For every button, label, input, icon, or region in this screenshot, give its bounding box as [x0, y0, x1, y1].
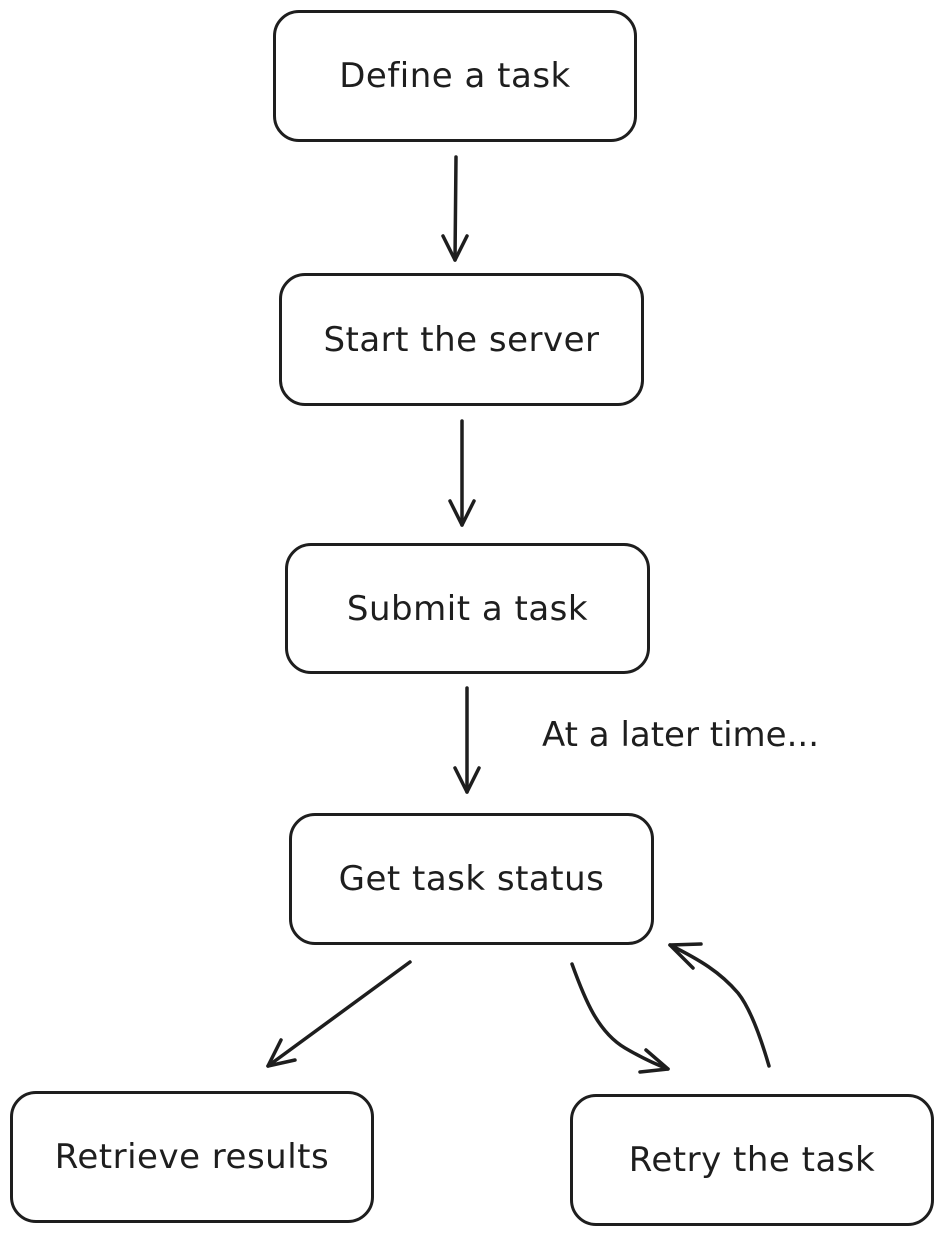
arrow-status-to-retrieve-head [266, 1038, 297, 1068]
arrow-define-to-start-head [441, 234, 469, 262]
arrow-status-to-retry-head [638, 1048, 670, 1074]
node-define-task: Define a task [273, 10, 637, 142]
node-retry-task: Retry the task [570, 1094, 934, 1226]
arrow-status-to-retry [570, 962, 670, 1074]
node-start-server: Start the server [279, 273, 644, 406]
arrow-start-to-submit [448, 419, 476, 527]
arrow-retry-to-status [668, 942, 771, 1068]
later-time-annotation: At a later time... [542, 715, 819, 755]
arrow-status-to-retrieve-line [266, 960, 412, 1068]
node-define-task-label: Define a task [339, 56, 571, 96]
arrow-retry-to-status-line [668, 943, 771, 1068]
arrow-start-to-submit-head [448, 499, 476, 527]
node-submit-task: Submit a task [285, 543, 650, 674]
node-get-task-status: Get task status [289, 813, 654, 945]
node-submit-task-label: Submit a task [346, 588, 589, 629]
arrow-retry-to-status-head [668, 942, 703, 970]
arrow-status-to-retrieve [266, 960, 412, 1068]
arrow-submit-to-status [453, 686, 481, 794]
arrow-status-to-retry-line [570, 962, 670, 1071]
node-retry-task-label: Retry the task [628, 1140, 876, 1180]
arrow-submit-to-status-head [453, 766, 481, 794]
arrow-define-to-start [441, 155, 469, 262]
arrow-define-to-start-line [453, 155, 458, 262]
node-start-server-label: Start the server [323, 319, 600, 360]
node-retrieve-results: Retrieve results [10, 1091, 374, 1223]
node-get-task-status-label: Get task status [338, 859, 605, 899]
node-retrieve-results-label: Retrieve results [54, 1137, 330, 1177]
